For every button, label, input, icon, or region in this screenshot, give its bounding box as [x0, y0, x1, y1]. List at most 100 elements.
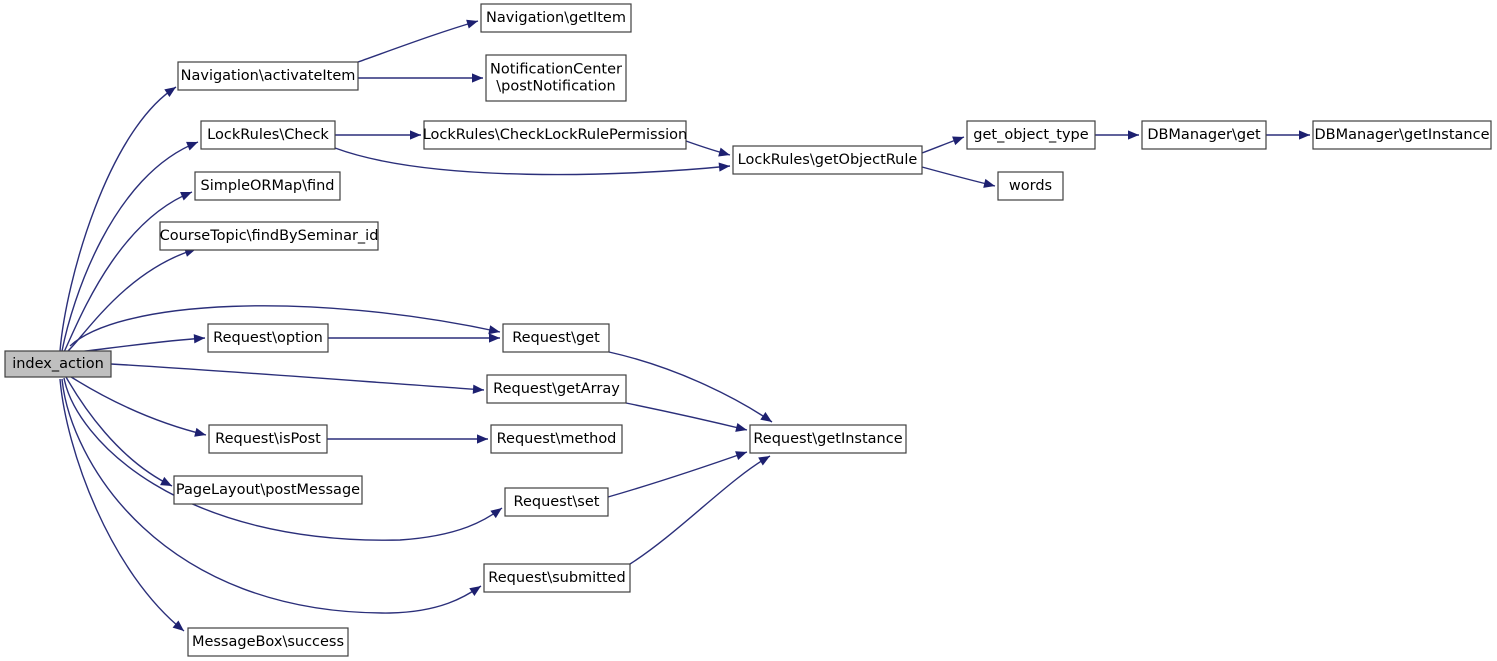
node-box[interactable] [490, 424, 623, 454]
node-req_getInstance[interactable]: Request\getInstance [749, 424, 907, 454]
edge-line [69, 305, 501, 347]
node-req_option[interactable]: Request\option [207, 323, 329, 353]
edge-req_get-to-req_getInstance [608, 351, 773, 423]
node-req_get[interactable]: Request\get [502, 323, 610, 353]
arrowhead-icon [1299, 130, 1310, 140]
arrowhead-icon [718, 162, 730, 172]
arrowhead-icon [983, 178, 995, 188]
node-req_submitted[interactable]: Request\submitted [483, 563, 631, 593]
edge-req_submitted-to-req_getInstance [629, 455, 771, 565]
edge-index_action-to-req_option [77, 334, 206, 353]
edge-req_getArray-to-req_getInstance [625, 402, 748, 432]
node-req_set[interactable]: Request\set [504, 487, 609, 517]
node-pagelayout_post[interactable]: PageLayout\postMessage [173, 475, 363, 505]
node-box[interactable] [1141, 120, 1267, 150]
arrowhead-icon [760, 412, 772, 422]
edge-index_action-to-simpleormap_find [63, 191, 193, 353]
node-box[interactable] [4, 350, 112, 378]
node-label: Request\getArray [493, 381, 620, 397]
node-box[interactable] [732, 145, 923, 175]
arrowhead-icon [469, 586, 481, 596]
node-nav_getItem[interactable]: Navigation\getItem [480, 3, 632, 33]
edge-nav_activateItem-to-notif_post [358, 73, 483, 83]
node-get_object_type[interactable]: get_object_type [966, 120, 1096, 150]
edge-line [63, 377, 503, 541]
node-label: Request\getInstance [753, 431, 902, 447]
edge-line [608, 351, 773, 423]
node-lock_perm[interactable]: LockRules\CheckLockRulePermission [423, 120, 688, 150]
node-label: NotificationCenter [490, 62, 622, 78]
node-box[interactable] [749, 424, 907, 454]
arrowhead-icon [718, 147, 730, 157]
node-simpleormap_find[interactable]: SimpleORMap\find [194, 171, 341, 201]
node-words[interactable]: words [997, 171, 1064, 201]
node-label: PageLayout\postMessage [176, 482, 360, 498]
node-box[interactable] [208, 424, 328, 454]
node-layer: index_action Navigation\activateItem Navig… [4, 3, 1492, 657]
node-lock_objrule[interactable]: LockRules\getObjectRule [732, 145, 923, 175]
edge-req_option-to-req_get [328, 333, 500, 343]
node-box[interactable] [502, 323, 610, 353]
node-box[interactable] [207, 323, 329, 353]
node-box[interactable] [200, 120, 336, 150]
node-label: \postNotification [496, 79, 615, 95]
arrowhead-icon [466, 19, 478, 29]
node-box[interactable] [504, 487, 609, 517]
arrowhead-icon [489, 333, 500, 343]
node-dbm_getInstance[interactable]: DBManager\getInstance [1312, 120, 1492, 150]
arrowhead-icon [194, 427, 206, 437]
node-label: words [1009, 178, 1052, 194]
node-box[interactable] [173, 475, 363, 505]
node-nav_activateItem[interactable]: Navigation\activateItem [177, 61, 359, 91]
edge-index_action-to-lock_check [61, 141, 199, 352]
node-box[interactable] [177, 61, 359, 91]
edge-index_action-to-nav_activateItem [59, 86, 177, 352]
node-box[interactable] [483, 563, 631, 593]
edge-index_action-to-req_set [63, 377, 503, 541]
edge-req_isPost-to-req_method [327, 434, 488, 444]
node-box[interactable] [486, 374, 627, 404]
arrowhead-icon [490, 508, 502, 519]
edge-index_action-to-req_isPost [67, 374, 207, 437]
node-box[interactable] [159, 221, 379, 251]
node-dbm_get[interactable]: DBManager\get [1141, 120, 1267, 150]
arrowhead-icon [477, 434, 488, 444]
node-msgbox_success[interactable]: MessageBox\success [187, 627, 349, 657]
edge-index_action-to-coursetopic_find [65, 248, 197, 354]
node-box[interactable] [1312, 120, 1492, 150]
edge-line [61, 141, 199, 352]
node-box[interactable] [423, 120, 687, 150]
node-req_isPost[interactable]: Request\isPost [208, 424, 328, 454]
edge-index_action-to-req_submitted [61, 378, 482, 614]
arrowhead-icon [472, 384, 484, 394]
arrowhead-icon [488, 325, 500, 335]
node-box[interactable] [966, 120, 1096, 150]
node-label: LockRules\getObjectRule [738, 152, 918, 168]
node-box[interactable] [187, 627, 349, 657]
node-box[interactable] [480, 3, 632, 33]
node-req_getArray[interactable]: Request\getArray [486, 374, 627, 404]
node-lock_check[interactable]: LockRules\Check [200, 120, 336, 150]
node-label: CourseTopic\findBySeminar_id [160, 228, 379, 244]
node-box[interactable] [485, 54, 627, 102]
edge-line [607, 451, 748, 498]
node-req_method[interactable]: Request\method [490, 424, 623, 454]
node-label: Request\method [497, 431, 617, 447]
edge-dbm_get-to-dbm_getInstance [1266, 130, 1310, 140]
arrowhead-icon [180, 192, 192, 201]
node-box[interactable] [997, 171, 1064, 201]
edge-index_action-to-req_get [69, 305, 501, 347]
node-index_action[interactable]: index_action [4, 350, 112, 378]
edge-line [77, 337, 206, 353]
edge-line [629, 455, 771, 565]
node-label: LockRules\Check [207, 127, 329, 143]
node-notif_post[interactable]: NotificationCenter\postNotification [485, 54, 627, 102]
edge-line [59, 378, 185, 632]
edge-lock_objrule-to-words [921, 166, 996, 188]
node-box[interactable] [194, 171, 341, 201]
node-coursetopic_find[interactable]: CourseTopic\findBySeminar_id [159, 221, 379, 251]
node-label: Request\set [514, 494, 600, 510]
edge-get_object_type-to-dbm_get [1095, 130, 1139, 140]
